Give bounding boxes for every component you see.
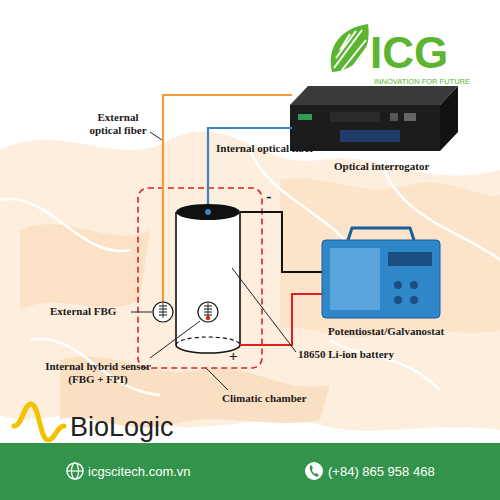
fbg-sensors-part (159, 303, 212, 318)
optical-interrogator-device-part (298, 114, 312, 120)
leader-lines-part (131, 312, 152, 313)
biologic-wave-icon-part (14, 404, 64, 440)
potentiostat-device-part (394, 296, 402, 304)
climatic-chamber-outline (138, 188, 262, 368)
optical-interrogator-device-part (404, 113, 416, 121)
optical-interrogator-device-part (330, 112, 380, 122)
battery-cylinder (176, 204, 240, 353)
phone-icon-part (305, 462, 323, 480)
footer-band: icgscitech.com.vn (+84) 865 958 468 (0, 443, 500, 500)
part-label: Climatic chamber (222, 392, 307, 405)
icg-leaf-icon-part (334, 30, 368, 70)
map-background-part (20, 224, 150, 310)
fbg-sensors-part-part (208, 303, 209, 318)
optical-interrogator-device-part (290, 86, 458, 105)
part-label: External FBG (50, 305, 116, 318)
fbg-sensors-part (153, 302, 173, 322)
globe-icon-part (67, 470, 83, 471)
part-label: External optical fiber (82, 111, 154, 136)
potentiostat-device-part (388, 252, 432, 266)
terminal-sign: - (266, 188, 271, 206)
globe-icon (67, 463, 83, 479)
part-label: Internal optical fiber (216, 142, 314, 155)
optical-interrogator-device-part (390, 113, 398, 121)
potentiostat-device (322, 228, 440, 318)
brand-tagline: INNOVATION FOR FUTURE (374, 78, 470, 87)
part-label: Potentiostat/Galvanostat (328, 325, 444, 338)
map-background-part (0, 150, 500, 395)
optical-fibers-part (208, 128, 292, 206)
potentiostat-device-part (348, 228, 414, 240)
biologic-wave-icon (14, 404, 64, 440)
battery-cylinder-part (176, 337, 240, 345)
brand-logo-text: ICG (370, 28, 448, 79)
map-background-part (0, 132, 500, 431)
leader-lines-part (232, 268, 296, 352)
leader-lines (131, 132, 296, 390)
fbg-sensors (153, 302, 218, 322)
potentiostat-device-part (394, 281, 402, 289)
leader-lines-part (206, 368, 228, 390)
potentiostat-device-part (410, 281, 418, 289)
battery-cylinder-part (176, 204, 240, 220)
potentiostat-device-part (322, 240, 440, 318)
part-label: 18650 Li-ion battery (298, 348, 394, 361)
battery-wires (240, 212, 322, 345)
contact-text: (+84) 865 958 468 (328, 464, 435, 479)
fbg-sensors-part (198, 302, 218, 322)
brand-logo-text: BioLogic (70, 412, 174, 443)
contact-text: icgscitech.com.vn (88, 464, 191, 479)
phone-icon (305, 462, 323, 480)
icg-leaf-icon (331, 24, 369, 72)
optical-interrogator-device-part (440, 86, 458, 151)
globe-icon-part (67, 463, 83, 479)
leader-lines-part (150, 321, 200, 358)
phone-icon-part (310, 465, 319, 477)
fbg-sensors-part (206, 316, 210, 320)
fbg-sensors-part-part (163, 303, 164, 318)
climatic-chamber-outline-part (138, 188, 262, 368)
part-label: Internal hybrid sensor (FBG + FPI) (36, 360, 160, 385)
leader-lines-part (150, 132, 162, 140)
terminal-sign: + (229, 348, 238, 365)
optical-interrogator-device (290, 86, 458, 151)
optical-interrogator-device-part (340, 130, 400, 142)
potentiostat-device-part (410, 296, 418, 304)
battery-cylinder-part (205, 209, 211, 215)
battery-wires-part (240, 294, 322, 345)
icg-leaf-icon-part (331, 24, 369, 72)
potentiostat-device-part (330, 248, 380, 310)
part-label: Optical interrogator (334, 160, 429, 173)
battery-wires-part (240, 212, 322, 272)
map-background-part (280, 178, 500, 337)
